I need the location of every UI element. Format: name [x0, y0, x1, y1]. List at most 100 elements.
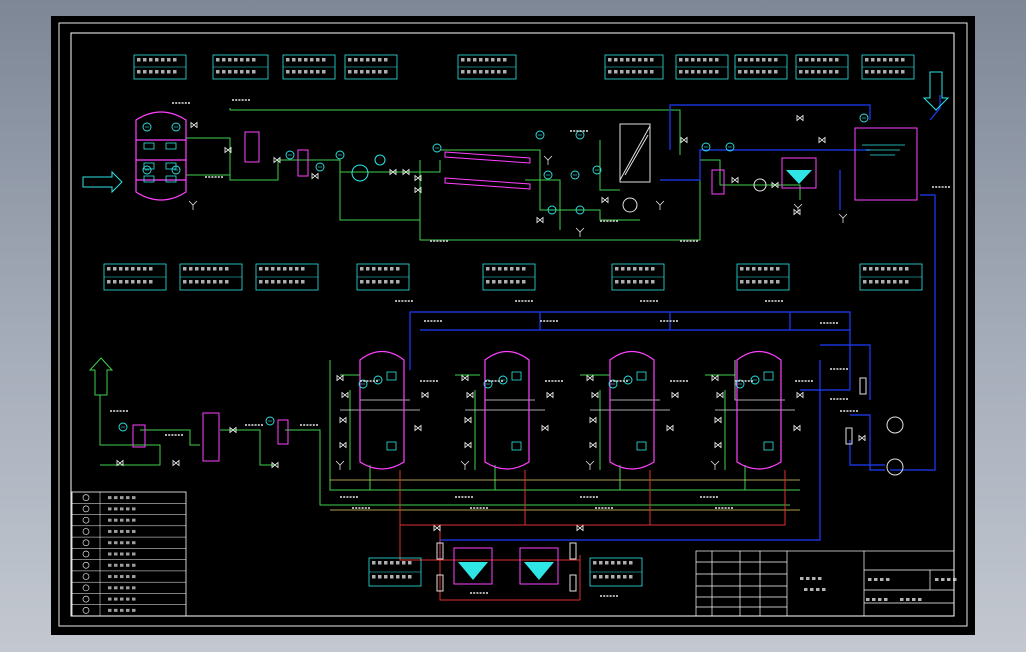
tag-glyph — [119, 410, 122, 412]
legend-glyph — [120, 597, 124, 601]
glyph-dot — [881, 267, 885, 271]
glyph-dot — [899, 267, 903, 271]
tag-glyph — [833, 398, 836, 400]
glyph-dot — [486, 267, 490, 271]
glyph-dot — [709, 70, 713, 74]
legend-glyph — [132, 529, 136, 533]
pressure-gauge-icon — [335, 150, 345, 160]
info-box — [861, 54, 915, 80]
tag-glyph — [640, 300, 642, 302]
legend-glyph — [108, 529, 112, 533]
tag-glyph — [836, 398, 839, 400]
tag-glyph — [557, 380, 560, 382]
glyph-dot — [384, 575, 388, 579]
glyph-dot — [639, 280, 643, 284]
tag-glyph — [727, 507, 730, 509]
tag-glyph — [248, 99, 250, 101]
glyph-dot — [396, 280, 400, 284]
legend-symbol-icon — [82, 561, 90, 569]
tag-glyph — [580, 496, 582, 498]
info-box — [282, 54, 336, 80]
glyph-dot — [225, 280, 229, 284]
legend-glyph — [114, 507, 118, 511]
legend-glyph — [120, 563, 124, 567]
edi-module — [619, 123, 651, 183]
tag-glyph — [501, 380, 503, 382]
tag-glyph — [738, 380, 741, 382]
glyph-dot — [240, 70, 244, 74]
pressure-gauge-icon — [432, 143, 442, 153]
legend-glyph — [120, 496, 124, 500]
glyph-dot — [887, 267, 891, 271]
title-glyph — [866, 598, 870, 601]
legend-symbol-icon — [82, 516, 90, 524]
tag-glyph — [440, 320, 442, 322]
tag-glyph — [771, 300, 774, 302]
tag-glyph — [747, 380, 750, 382]
glyph-dot — [378, 70, 382, 74]
valve-icon — [339, 441, 347, 449]
tag-glyph — [686, 380, 688, 382]
glyph-dot — [485, 70, 489, 74]
glyph-dot — [479, 70, 483, 74]
glyph-dot — [107, 280, 111, 284]
glyph-dot — [829, 70, 833, 74]
valve-icon — [273, 156, 281, 164]
pressure-gauge-icon — [265, 416, 275, 426]
tag-glyph — [316, 424, 318, 426]
info-box — [212, 54, 269, 80]
legend-glyph — [132, 586, 136, 590]
title-glyph — [810, 588, 814, 591]
glyph-dot — [316, 70, 320, 74]
tag-glyph — [455, 496, 457, 498]
tag-glyph — [306, 424, 309, 426]
glyph-dot — [869, 267, 873, 271]
tag-glyph — [471, 496, 473, 498]
glyph-dot — [396, 575, 400, 579]
pressure-gauge-icon — [315, 162, 325, 172]
regeneration-pumps — [886, 416, 904, 476]
tag-glyph — [521, 300, 524, 302]
legend-glyph — [132, 608, 136, 612]
legend-symbol-icon — [82, 607, 90, 614]
glyph-dot — [473, 58, 477, 62]
tag-glyph — [184, 102, 187, 104]
glyph-dot — [366, 267, 370, 271]
glyph-dot — [623, 575, 627, 579]
tag-glyph — [177, 434, 180, 436]
glyph-dot — [277, 280, 281, 284]
glyph-dot — [195, 280, 199, 284]
tag-glyph — [676, 380, 679, 382]
tag-glyph — [660, 320, 662, 322]
glyph-dot — [234, 58, 238, 62]
inner-frame — [70, 32, 955, 617]
glyph-dot — [149, 280, 153, 284]
glyph-dot — [396, 267, 400, 271]
tag-glyph — [473, 507, 476, 509]
glyph-dot — [811, 58, 815, 62]
tag-glyph — [423, 380, 426, 382]
glyph-dot — [216, 70, 220, 74]
legend-glyph — [114, 563, 118, 567]
tag-glyph — [346, 496, 349, 498]
glyph-dot — [348, 70, 352, 74]
tag-glyph — [372, 380, 375, 382]
glyph-dot — [289, 280, 293, 284]
tag-glyph — [666, 320, 669, 322]
tag-glyph — [366, 380, 369, 382]
tag-glyph — [600, 220, 602, 222]
glyph-dot — [366, 280, 370, 284]
tag-glyph — [165, 434, 167, 436]
tag-glyph — [823, 322, 826, 324]
glyph-dot — [125, 280, 129, 284]
pressure-gauge-icon — [142, 165, 152, 175]
glyph-dot — [366, 70, 370, 74]
tag-glyph — [188, 102, 190, 104]
glyph-dot — [366, 58, 370, 62]
valve-icon — [311, 172, 319, 180]
legend-glyph — [114, 586, 118, 590]
info-box — [736, 263, 790, 291]
tag-glyph — [649, 300, 652, 302]
tag-glyph — [369, 380, 372, 382]
valve-icon — [818, 136, 826, 144]
